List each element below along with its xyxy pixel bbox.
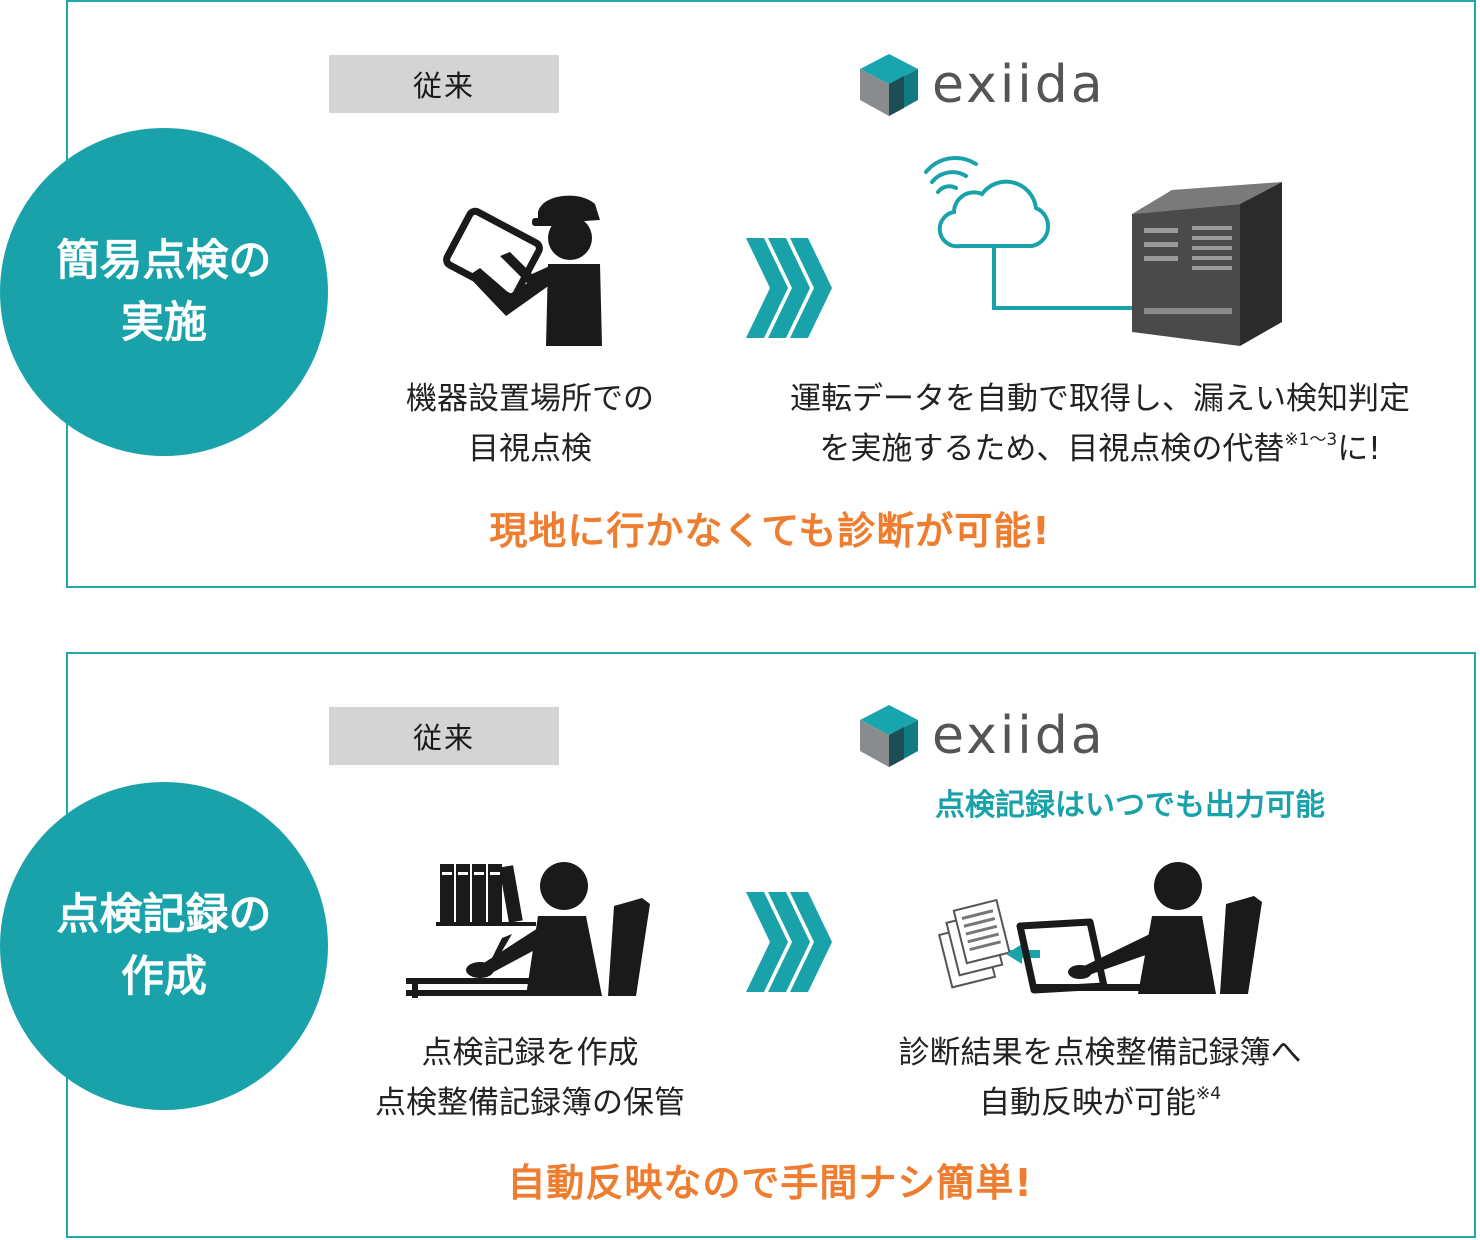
benefit-highlight: 自動反映なので手間ナシ簡単! bbox=[507, 1161, 1033, 1205]
description-line: を実施するため、目視点検の代替※1〜3に! bbox=[760, 424, 1440, 474]
description-line: 診断結果を点検整備記録簿へ bbox=[898, 1035, 1302, 1071]
logo-text: exiida bbox=[932, 706, 1106, 766]
chevron-arrows-icon bbox=[746, 238, 832, 338]
description-line: 目視点検 bbox=[468, 431, 592, 467]
footnote-mark: ※1〜3 bbox=[1284, 430, 1338, 450]
description-line: 点検記録を作成 bbox=[421, 1035, 639, 1071]
person-laptop-documents-icon bbox=[937, 862, 1262, 994]
person-desk-binders-icon bbox=[406, 862, 650, 998]
exiida-logo: exiida bbox=[860, 54, 1106, 116]
description-text: 自動反映が可能 bbox=[978, 1085, 1196, 1121]
section-title-line: 実施 bbox=[121, 298, 207, 348]
conventional-description: 点検記録を作成 点検整備記録簿の保管 bbox=[330, 1028, 730, 1128]
section-title-circle: 点検記録の 作成 bbox=[0, 782, 328, 1110]
conventional-badge: 従来 bbox=[329, 707, 559, 765]
conventional-badge: 従来 bbox=[329, 55, 559, 113]
section-title-line: 作成 bbox=[121, 952, 207, 1002]
description-text: に! bbox=[1337, 431, 1381, 467]
output-anytime-subtitle: 点検記録はいつでも出力可能 bbox=[935, 788, 1325, 823]
description-line: 点検整備記録簿の保管 bbox=[375, 1085, 685, 1121]
exiida-description: 診断結果を点検整備記録簿へ 自動反映が可能※4 bbox=[830, 1028, 1370, 1128]
description-text: を実施するため、目視点検の代替 bbox=[819, 431, 1285, 467]
cloud-wifi-icon bbox=[924, 156, 1148, 310]
cube-logo-icon bbox=[860, 54, 918, 116]
chevron-arrows-icon bbox=[746, 892, 832, 992]
section-title-circle: 簡易点検の 実施 bbox=[0, 128, 328, 456]
exiida-logo: exiida bbox=[860, 705, 1106, 767]
benefit-highlight: 現地に行かなくても診断が可能! bbox=[489, 509, 1051, 553]
logo-text: exiida bbox=[932, 55, 1106, 115]
cube-logo-icon bbox=[860, 705, 918, 767]
conventional-description: 機器設置場所での 目視点検 bbox=[360, 374, 700, 474]
footnote-mark: ※4 bbox=[1195, 1084, 1222, 1104]
worker-tablet-icon bbox=[443, 195, 602, 346]
section-title-line: 簡易点検の bbox=[56, 236, 272, 286]
section-title-line: 点検記録の bbox=[56, 890, 272, 940]
server-icon bbox=[1132, 182, 1282, 346]
exiida-description: 運転データを自動で取得し、漏えい検知判定 を実施するため、目視点検の代替※1〜3… bbox=[760, 374, 1440, 474]
description-line: 自動反映が可能※4 bbox=[830, 1078, 1370, 1128]
description-line: 運転データを自動で取得し、漏えい検知判定 bbox=[790, 381, 1410, 417]
description-line: 機器設置場所での bbox=[406, 381, 654, 417]
